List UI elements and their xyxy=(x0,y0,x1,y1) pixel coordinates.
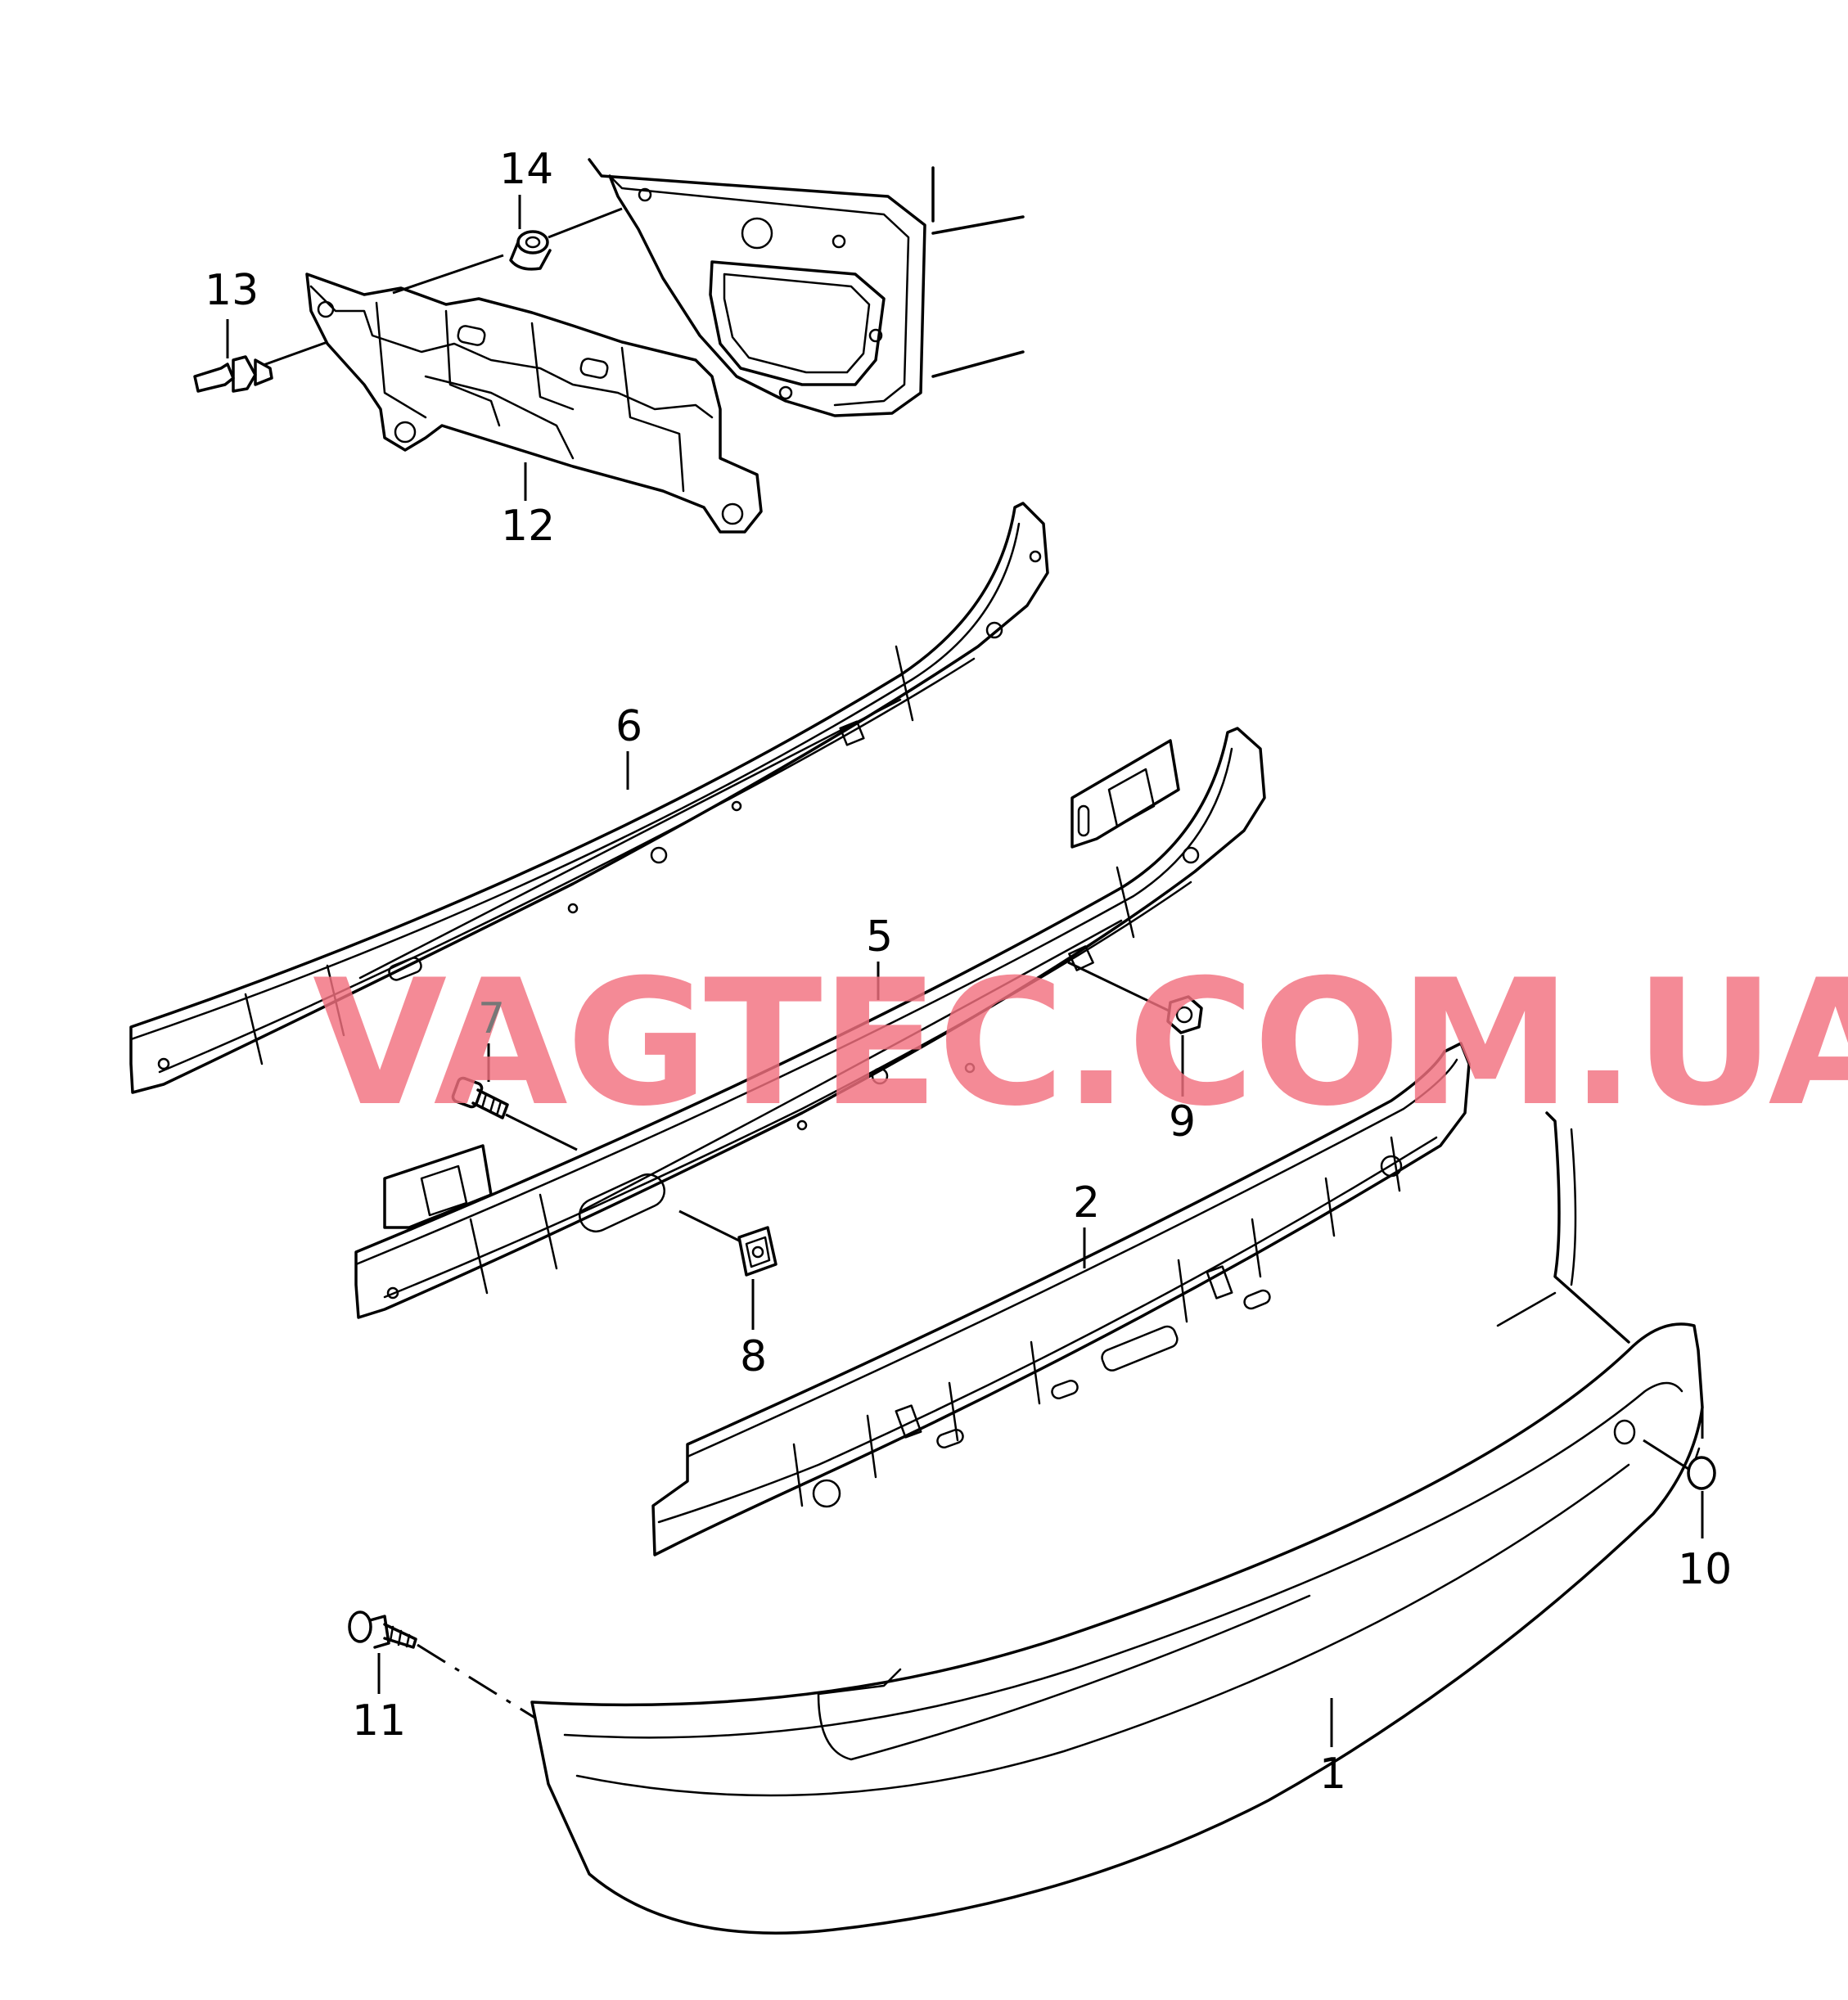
part-11-screw xyxy=(348,1610,417,1649)
watermark-text: VAGTEC.COM.UA xyxy=(313,942,1848,1144)
callout-13: 13 xyxy=(205,266,259,315)
callout-14: 14 xyxy=(499,145,553,194)
part-12-bracket xyxy=(305,273,763,534)
leader-lines xyxy=(226,195,1704,1747)
callout-6: 6 xyxy=(615,702,642,751)
callout-10: 10 xyxy=(1678,1545,1732,1594)
callout-12: 12 xyxy=(501,502,555,551)
part-9-nut xyxy=(1166,995,1203,1034)
part-13-clip xyxy=(193,355,273,393)
part-5-impact-member xyxy=(354,727,1266,1319)
part-6-impact-member xyxy=(129,502,1049,1094)
callout-8: 8 xyxy=(740,1332,767,1381)
part-14-sleeve xyxy=(509,230,552,271)
part-10-cap xyxy=(1687,1447,1716,1490)
callout-9: 9 xyxy=(1169,1097,1196,1146)
body-rear-panel xyxy=(588,158,1025,417)
part-2-energy-absorber xyxy=(651,1042,1471,1556)
part-7-bolt xyxy=(451,1076,509,1119)
callout-11: 11 xyxy=(352,1696,406,1745)
callout-5: 5 xyxy=(866,912,893,962)
callouts: 14 13 12 6 5 7 9 2 8 10 11 1 xyxy=(205,145,1732,1799)
part-1-bumper-cover xyxy=(530,1111,1704,1935)
callout-2: 2 xyxy=(1073,1178,1100,1227)
callout-1: 1 xyxy=(1319,1750,1346,1799)
callout-7: 7 xyxy=(478,994,505,1043)
part-8-clip-nut xyxy=(737,1226,778,1277)
